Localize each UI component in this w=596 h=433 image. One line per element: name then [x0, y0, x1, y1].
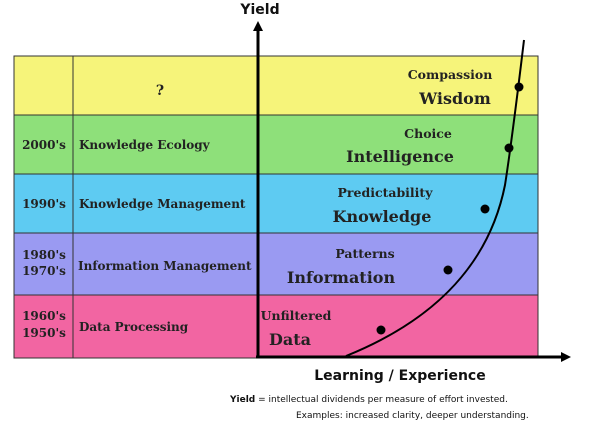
era-label-second: 1950's	[22, 326, 66, 340]
stage-label: Intelligence	[346, 147, 454, 166]
row-band	[13, 55, 539, 116]
curve-point-knowledge	[480, 204, 490, 214]
footnote-examples: Examples: increased clarity, deeper unde…	[296, 411, 529, 421]
quality-label: Unfiltered	[261, 308, 332, 323]
curve-point-data	[376, 325, 386, 335]
row-intelligence: 2000's Knowledge Ecology Choice Intellig…	[13, 114, 539, 175]
curve-point-intelligence	[504, 143, 514, 153]
row-band	[13, 294, 539, 359]
row-data: 1960's 1950's Data Processing Unfiltered…	[13, 294, 539, 359]
stage-label: Data	[269, 330, 311, 349]
footnote-term: Yield	[229, 395, 255, 405]
era-label: 1960's	[22, 309, 66, 323]
stage-label: Information	[287, 268, 396, 287]
era-label: 1990's	[22, 197, 66, 211]
era-label-second: 1970's	[22, 264, 66, 278]
row-band	[13, 232, 539, 296]
discipline-label: Information Management	[78, 259, 252, 273]
quality-label: Patterns	[335, 246, 394, 261]
growth-curve	[345, 39, 525, 357]
row-wisdom: ? Compassion Wisdom	[13, 55, 539, 116]
stage-label: Knowledge	[333, 207, 432, 226]
era-label: 2000's	[22, 138, 66, 152]
row-band	[13, 173, 539, 234]
curve-point-information	[443, 265, 453, 275]
discipline-label: Knowledge Ecology	[79, 138, 211, 152]
footnote-definition-text: = intellectual dividends per measure of …	[255, 395, 508, 405]
quality-label: Choice	[404, 126, 452, 141]
row-knowledge: 1990's Knowledge Management Predictabili…	[13, 173, 539, 234]
row-information: 1980's 1970's Information Management Pat…	[13, 232, 539, 296]
era-label: 1980's	[22, 248, 66, 262]
stage-label: Wisdom	[418, 89, 491, 108]
discipline-label: Knowledge Management	[79, 197, 246, 211]
x-axis-label: Learning / Experience	[314, 368, 485, 384]
row-band	[13, 114, 539, 175]
footnote-definition: Yield = intellectual dividends per measu…	[229, 395, 508, 405]
quality-label: Predictability	[338, 185, 434, 200]
discipline-label: ?	[156, 83, 164, 99]
curve-point-wisdom	[514, 82, 524, 92]
quality-label: Compassion	[408, 67, 493, 82]
discipline-label: Data Processing	[79, 320, 189, 334]
y-axis-label: Yield	[239, 2, 279, 18]
